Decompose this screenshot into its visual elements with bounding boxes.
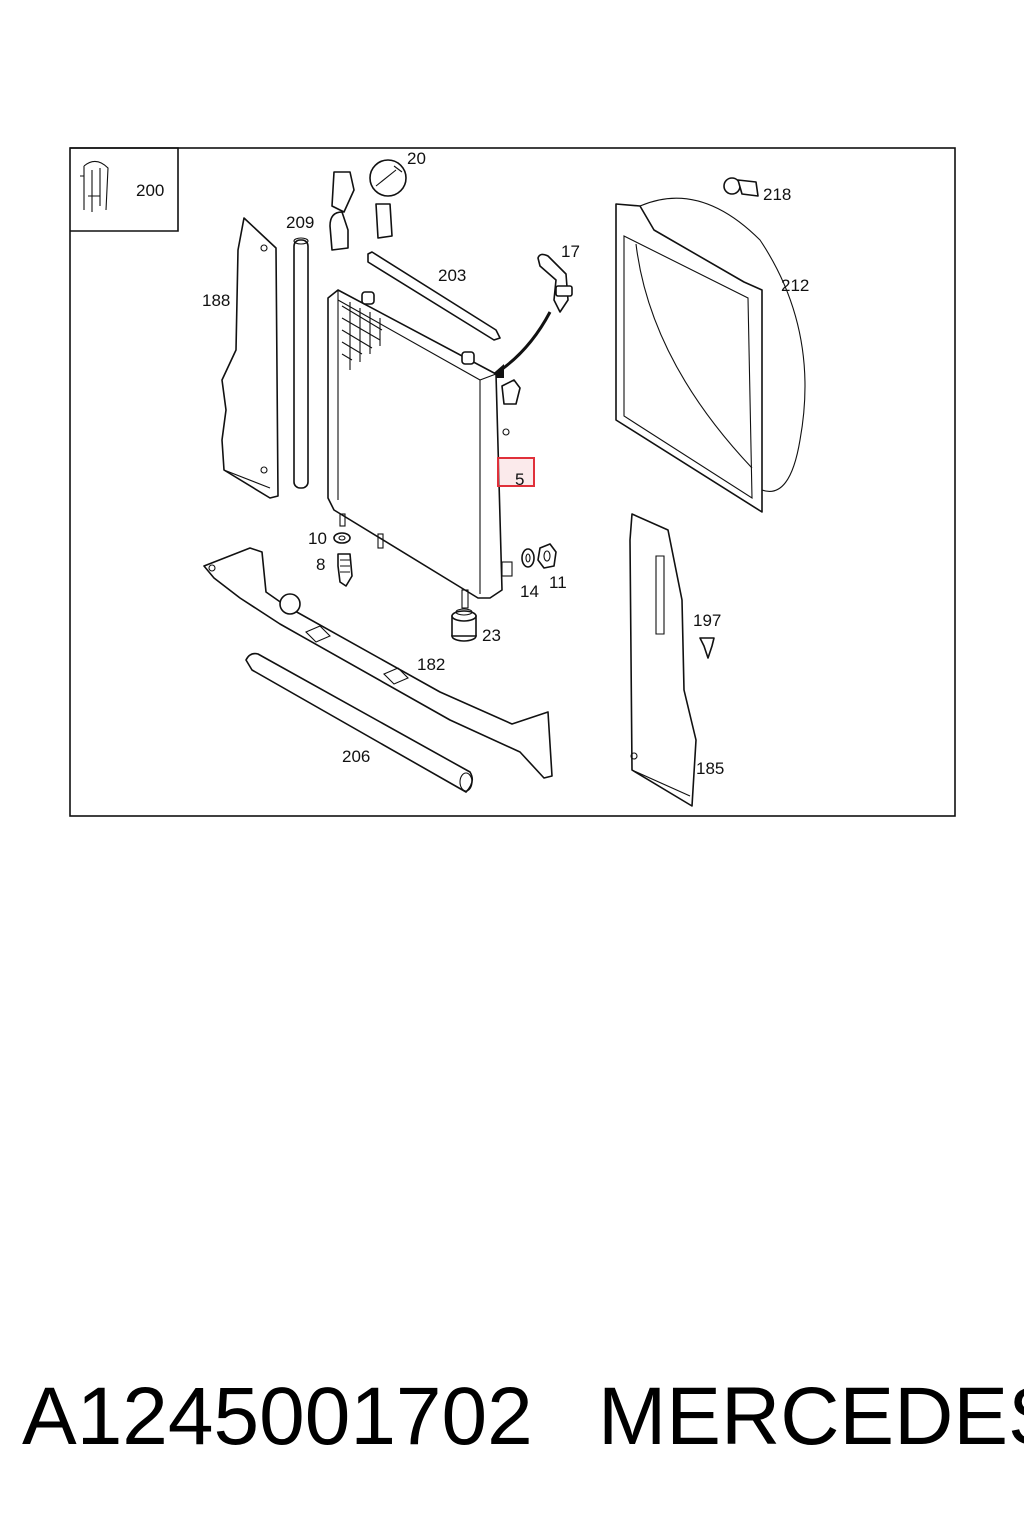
callout-203: 203 [438, 266, 466, 285]
callout-218: 218 [763, 185, 791, 204]
part-188-side-panel [221, 217, 279, 499]
callout-197: 197 [693, 611, 721, 630]
callout-182: 182 [417, 655, 445, 674]
pointer-arrow [488, 311, 552, 378]
part-185-side-panel [629, 513, 697, 807]
callout-17: 17 [561, 242, 580, 261]
inset-clip-200: 200 [70, 147, 179, 232]
part-209-rod [293, 237, 309, 489]
diagram-frame [69, 147, 956, 817]
product-caption: A1245001702 MERCEDES [0, 1370, 1024, 1480]
part-203-strip [367, 251, 501, 341]
callout-212: 212 [781, 276, 809, 295]
callout-206: 206 [342, 747, 370, 766]
callout-14: 14 [520, 582, 539, 601]
part-14-washer [521, 548, 535, 568]
part-23-grommet [451, 608, 477, 642]
part-11-nut [537, 543, 557, 569]
part-8-bolt [337, 553, 353, 587]
callout-5: 5 [515, 470, 524, 489]
parts-diagram: 200 [69, 147, 956, 817]
brand-name: MERCEDES [598, 1371, 1024, 1462]
highlighted-callout-5[interactable]: 5 [497, 457, 535, 489]
callout-20: 20 [407, 149, 426, 168]
callout-188: 188 [202, 291, 230, 310]
callout-11: 11 [549, 573, 567, 592]
part-5-radiator [327, 289, 521, 609]
part-218-clip [723, 177, 759, 197]
inset-label: 200 [136, 181, 164, 200]
callout-10: 10 [308, 529, 327, 548]
callout-23: 23 [482, 626, 501, 645]
part-212-fan-shroud [615, 197, 806, 513]
callout-8: 8 [316, 555, 325, 574]
part-197-screw [699, 637, 715, 659]
part-number: A1245001702 [22, 1371, 533, 1462]
callout-209: 209 [286, 213, 314, 232]
part-182-cross-member [203, 547, 553, 779]
part-20-clips [329, 159, 407, 251]
callout-185: 185 [696, 759, 724, 778]
part-10-washer [333, 532, 351, 544]
part-206-seal-strip [245, 652, 474, 793]
part-17-fitting [537, 253, 573, 313]
